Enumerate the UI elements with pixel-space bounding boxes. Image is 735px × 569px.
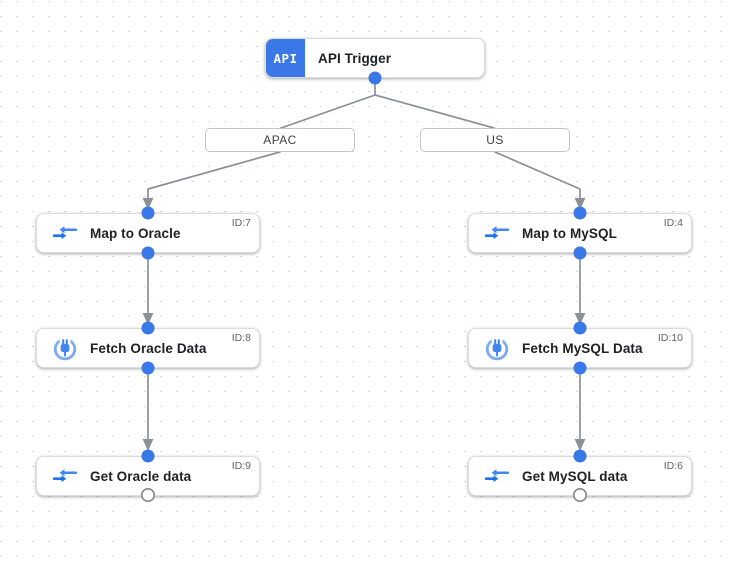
node-get-oracle-data[interactable]: Get Oracle data ID:9 xyxy=(36,456,260,496)
connection-point-end-open[interactable] xyxy=(141,487,156,502)
branch-label-apac[interactable]: APAC xyxy=(205,128,355,152)
connection-point-out[interactable] xyxy=(573,361,587,375)
connection-point-in[interactable] xyxy=(573,321,587,335)
connection-point-in[interactable] xyxy=(141,449,155,463)
node-id-label: ID:9 xyxy=(231,460,251,472)
branch-label-us[interactable]: US xyxy=(420,128,570,152)
node-id-label: ID:4 xyxy=(663,217,683,229)
node-label: Get Oracle data xyxy=(90,468,192,484)
edge-trigger-to-us xyxy=(374,94,495,129)
node-label: API Trigger xyxy=(318,50,392,66)
node-fetch-mysql-data[interactable]: Fetch MySQL Data ID:10 xyxy=(468,328,692,368)
node-id-label: ID:10 xyxy=(657,332,683,344)
node-id-label: ID:6 xyxy=(663,460,683,472)
data-mapping-icon xyxy=(484,226,510,240)
connection-point-in[interactable] xyxy=(573,206,587,220)
node-api-trigger[interactable]: API API Trigger xyxy=(265,38,485,78)
edge-apac-to-map-oracle xyxy=(147,151,281,200)
data-mapping-icon xyxy=(52,469,78,483)
connection-point-in[interactable] xyxy=(141,321,155,335)
connector-icon xyxy=(485,336,509,361)
connection-point-out[interactable] xyxy=(141,246,155,260)
node-fetch-oracle-data[interactable]: Fetch Oracle Data ID:8 xyxy=(36,328,260,368)
arrowhead-icon xyxy=(574,439,586,451)
connection-point-end-open[interactable] xyxy=(572,487,587,502)
edge-us-to-map-mysql xyxy=(494,151,581,200)
connector-icon xyxy=(53,336,77,361)
data-mapping-icon xyxy=(52,226,78,240)
node-label: Fetch MySQL Data xyxy=(522,340,643,356)
data-mapping-icon xyxy=(484,469,510,483)
node-label: Get MySQL data xyxy=(522,468,628,484)
connection-point-out[interactable] xyxy=(573,246,587,260)
connection-point-in[interactable] xyxy=(141,206,155,220)
connection-point-trigger-out[interactable] xyxy=(368,71,382,85)
node-id-label: ID:8 xyxy=(231,332,251,344)
node-label: Fetch Oracle Data xyxy=(90,340,207,356)
edge-trigger-to-apac xyxy=(280,94,376,129)
connection-point-in[interactable] xyxy=(573,449,587,463)
arrowhead-icon xyxy=(142,439,154,451)
api-trigger-icon: API xyxy=(266,39,305,77)
node-label: Map to MySQL xyxy=(522,225,617,241)
node-label: Map to Oracle xyxy=(90,225,181,241)
node-id-label: ID:7 xyxy=(231,217,251,229)
connection-point-out[interactable] xyxy=(141,361,155,375)
